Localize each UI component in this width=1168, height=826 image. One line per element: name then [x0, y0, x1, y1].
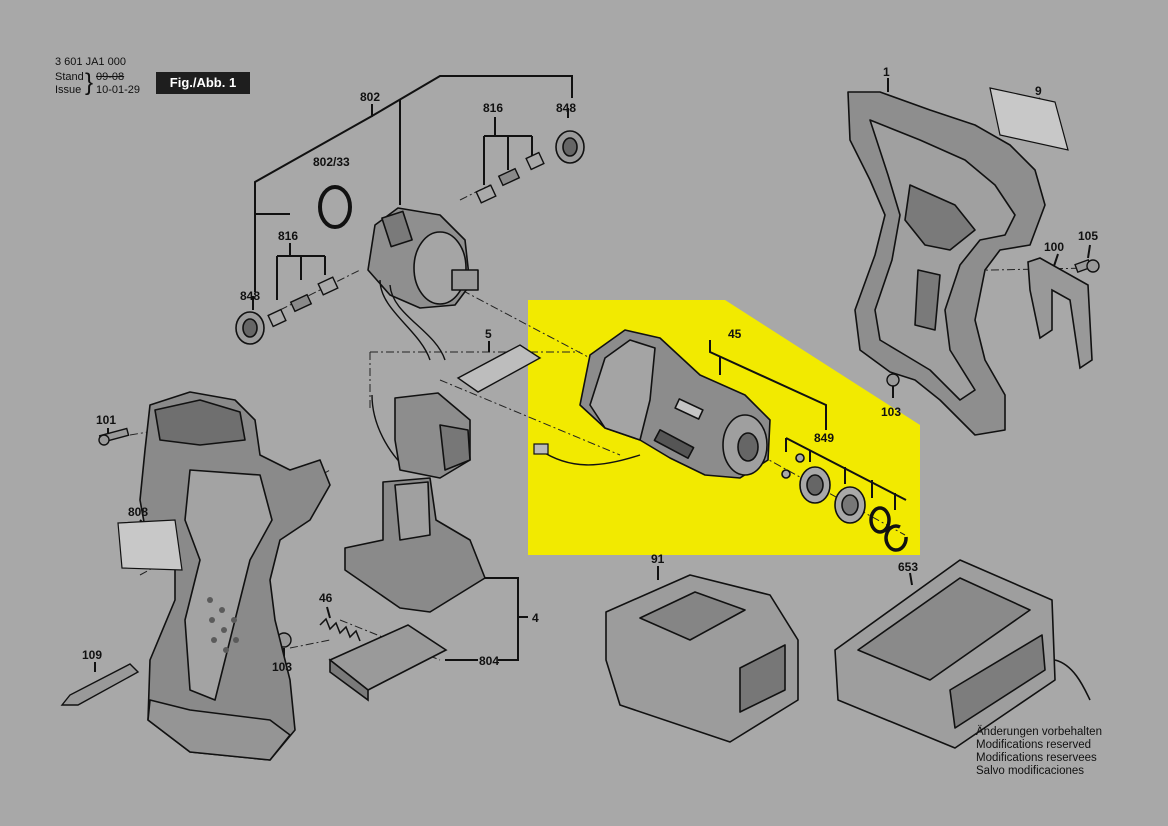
contact-plate-part [328, 624, 448, 702]
callout-109: 109 [82, 648, 102, 662]
callout-100: 100 [1044, 240, 1064, 254]
callout-103-upper: 103 [881, 405, 901, 419]
callout-816-upper: 816 [483, 101, 503, 115]
switch-part [394, 392, 471, 479]
callout-46: 46 [319, 591, 333, 605]
note-fr: Modifications reservees [976, 752, 1097, 764]
charger-part [834, 559, 1091, 749]
cover-plate-part [456, 344, 542, 393]
o-ring-part [318, 185, 352, 229]
screw-parts [98, 258, 1100, 648]
electronics-base-part [344, 477, 486, 613]
callout-808: 808 [128, 505, 148, 519]
note-es: Salvo modificaciones [976, 765, 1085, 777]
label-808-part [117, 519, 183, 571]
bearing-parts [235, 130, 585, 345]
bit-part [60, 663, 140, 706]
battery-part [605, 574, 799, 743]
callout-9: 9 [1035, 84, 1042, 98]
gearbox-part [579, 329, 771, 479]
callout-816-lower: 816 [278, 229, 298, 243]
callout-101: 101 [96, 413, 116, 427]
callout-804: 804 [479, 654, 499, 668]
stand-old-date: 09-08 [96, 71, 125, 83]
gearbox-connector [533, 443, 549, 455]
stand-label: Stand [55, 71, 84, 83]
callout-45: 45 [728, 327, 742, 341]
front-housing-part [139, 391, 331, 761]
figure-label: Fig./Abb. 1 [156, 72, 250, 94]
note-en: Modifications reserved [976, 739, 1092, 751]
callout-105: 105 [1078, 229, 1098, 243]
callout-5: 5 [485, 327, 492, 341]
part-number: 3 601 JA1 000 [55, 56, 126, 68]
circlip-parts [869, 506, 908, 552]
callout-653: 653 [898, 560, 918, 574]
gearbox-wire [539, 449, 641, 466]
callout-849: 849 [814, 431, 834, 445]
issue-label: Issue [55, 84, 82, 96]
brush-parts [267, 151, 545, 328]
leader-lines [94, 75, 1091, 672]
motor-part [367, 207, 479, 309]
spring-part [319, 617, 361, 642]
callout-1: 1 [883, 65, 890, 79]
note-de: Änderungen vorbehalten [976, 726, 1102, 738]
belt-clip-part [1027, 257, 1093, 370]
callout-848-lower: 848 [240, 289, 260, 303]
callout-4: 4 [532, 611, 539, 625]
callout-91: 91 [651, 552, 665, 566]
brace-glyph: } [85, 69, 94, 96]
callout-103-lower: 103 [272, 660, 292, 674]
label-sheet-part [989, 87, 1069, 151]
callout-802: 802 [360, 90, 380, 104]
ring-kit-parts [781, 453, 866, 524]
callout-848-upper: 848 [556, 101, 576, 115]
callout-802-33: 802/33 [313, 155, 350, 169]
modification-notes: Änderungen vorbehalten Modifications res… [976, 726, 1102, 778]
issue-date: 10-01-29 [96, 84, 141, 96]
housing-half-part [847, 91, 1046, 436]
